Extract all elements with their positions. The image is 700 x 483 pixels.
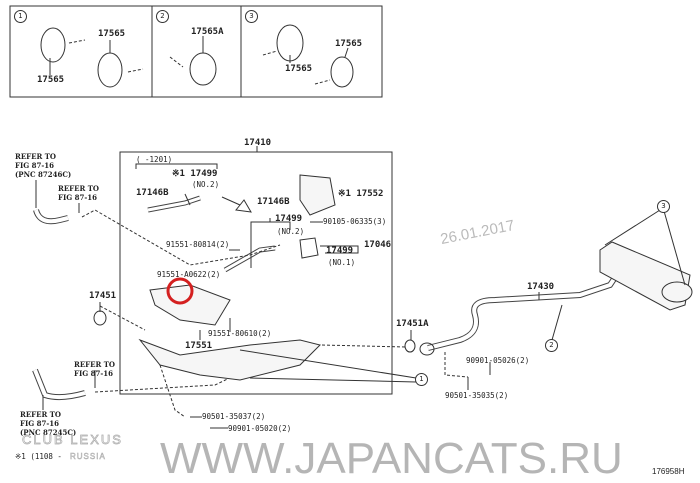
panel-number: 3: [245, 10, 258, 23]
part-note: (NO.2): [277, 227, 305, 236]
callout-1: 1: [415, 373, 428, 386]
diagram-code: 176958H: [652, 467, 685, 476]
part-90105-06335: 90105-06335(3): [323, 217, 387, 226]
part-91551-a0622: 91551-A0622(2): [157, 270, 221, 279]
part-label: 17565: [285, 64, 313, 74]
assembly-frame: [119, 151, 393, 395]
refer-note: REFER TO FIG 87-16: [74, 360, 116, 378]
callout-3: 3: [657, 200, 670, 213]
part-note: (NO.2): [192, 180, 220, 189]
hanger-icon: [40, 27, 66, 63]
part-17499: 17499: [275, 214, 303, 224]
hanger-icon: [189, 52, 217, 86]
part-91551-80610: 91551-80610(2): [208, 329, 272, 338]
part-label: 17565: [98, 29, 126, 39]
part-17451: 17451: [89, 291, 117, 301]
part-label: 17565: [335, 39, 363, 49]
club-lexus-logo: CLUB LEXUS: [22, 432, 123, 447]
part-17046: 17046: [364, 240, 392, 250]
refer-note: REFER TO FIG 87-16: [58, 184, 100, 202]
watermark: WWW.JAPANCATS.RU: [160, 434, 623, 483]
part-90901-05026: 90901-05026(2): [466, 356, 530, 365]
part-17499: ※1 17499: [172, 169, 218, 179]
gasket-17451a: [404, 339, 416, 353]
callout-2: 2: [545, 339, 558, 352]
part-17146b: 17146B: [257, 197, 290, 207]
part-91551-80814: 91551-80814(2): [166, 240, 230, 249]
part-17552: ※1 17552: [338, 189, 384, 199]
part-17451a: 17451A: [396, 319, 429, 329]
refer-note: REFER TO FIG 87-16 (PNC 87246C): [15, 152, 72, 179]
club-lexus-logo-sub: RUSSIA: [70, 452, 106, 462]
part-label: 17565: [37, 75, 65, 85]
part-17146b: 17146B: [136, 188, 169, 198]
range-note: ( -1201): [136, 155, 173, 164]
part-17551: 17551: [185, 341, 213, 351]
part-90901-05020: 90901-05020(2): [228, 424, 292, 433]
footnote: ※1 (1108 -: [15, 452, 62, 461]
part-label: 17565A: [191, 27, 224, 37]
hanger-icon: [97, 52, 123, 88]
refer-note: REFER TO FIG 87-16 (PNC 87245C): [20, 410, 77, 437]
gasket-17451: [93, 310, 107, 326]
part-17499: 17499: [326, 246, 354, 256]
part-note: (NO.1): [328, 258, 356, 267]
part-17410: 17410: [244, 138, 272, 148]
part-90501-35037: 90501-35037(2): [202, 412, 266, 421]
panel-number: 2: [156, 10, 169, 23]
panel-frame: [9, 5, 383, 98]
part-90501-35035: 90501-35035(2): [445, 391, 509, 400]
hanger-icon: [330, 56, 354, 88]
panel-number: 1: [14, 10, 27, 23]
highlight-circle: [166, 277, 194, 305]
part-17430: 17430: [527, 282, 555, 292]
